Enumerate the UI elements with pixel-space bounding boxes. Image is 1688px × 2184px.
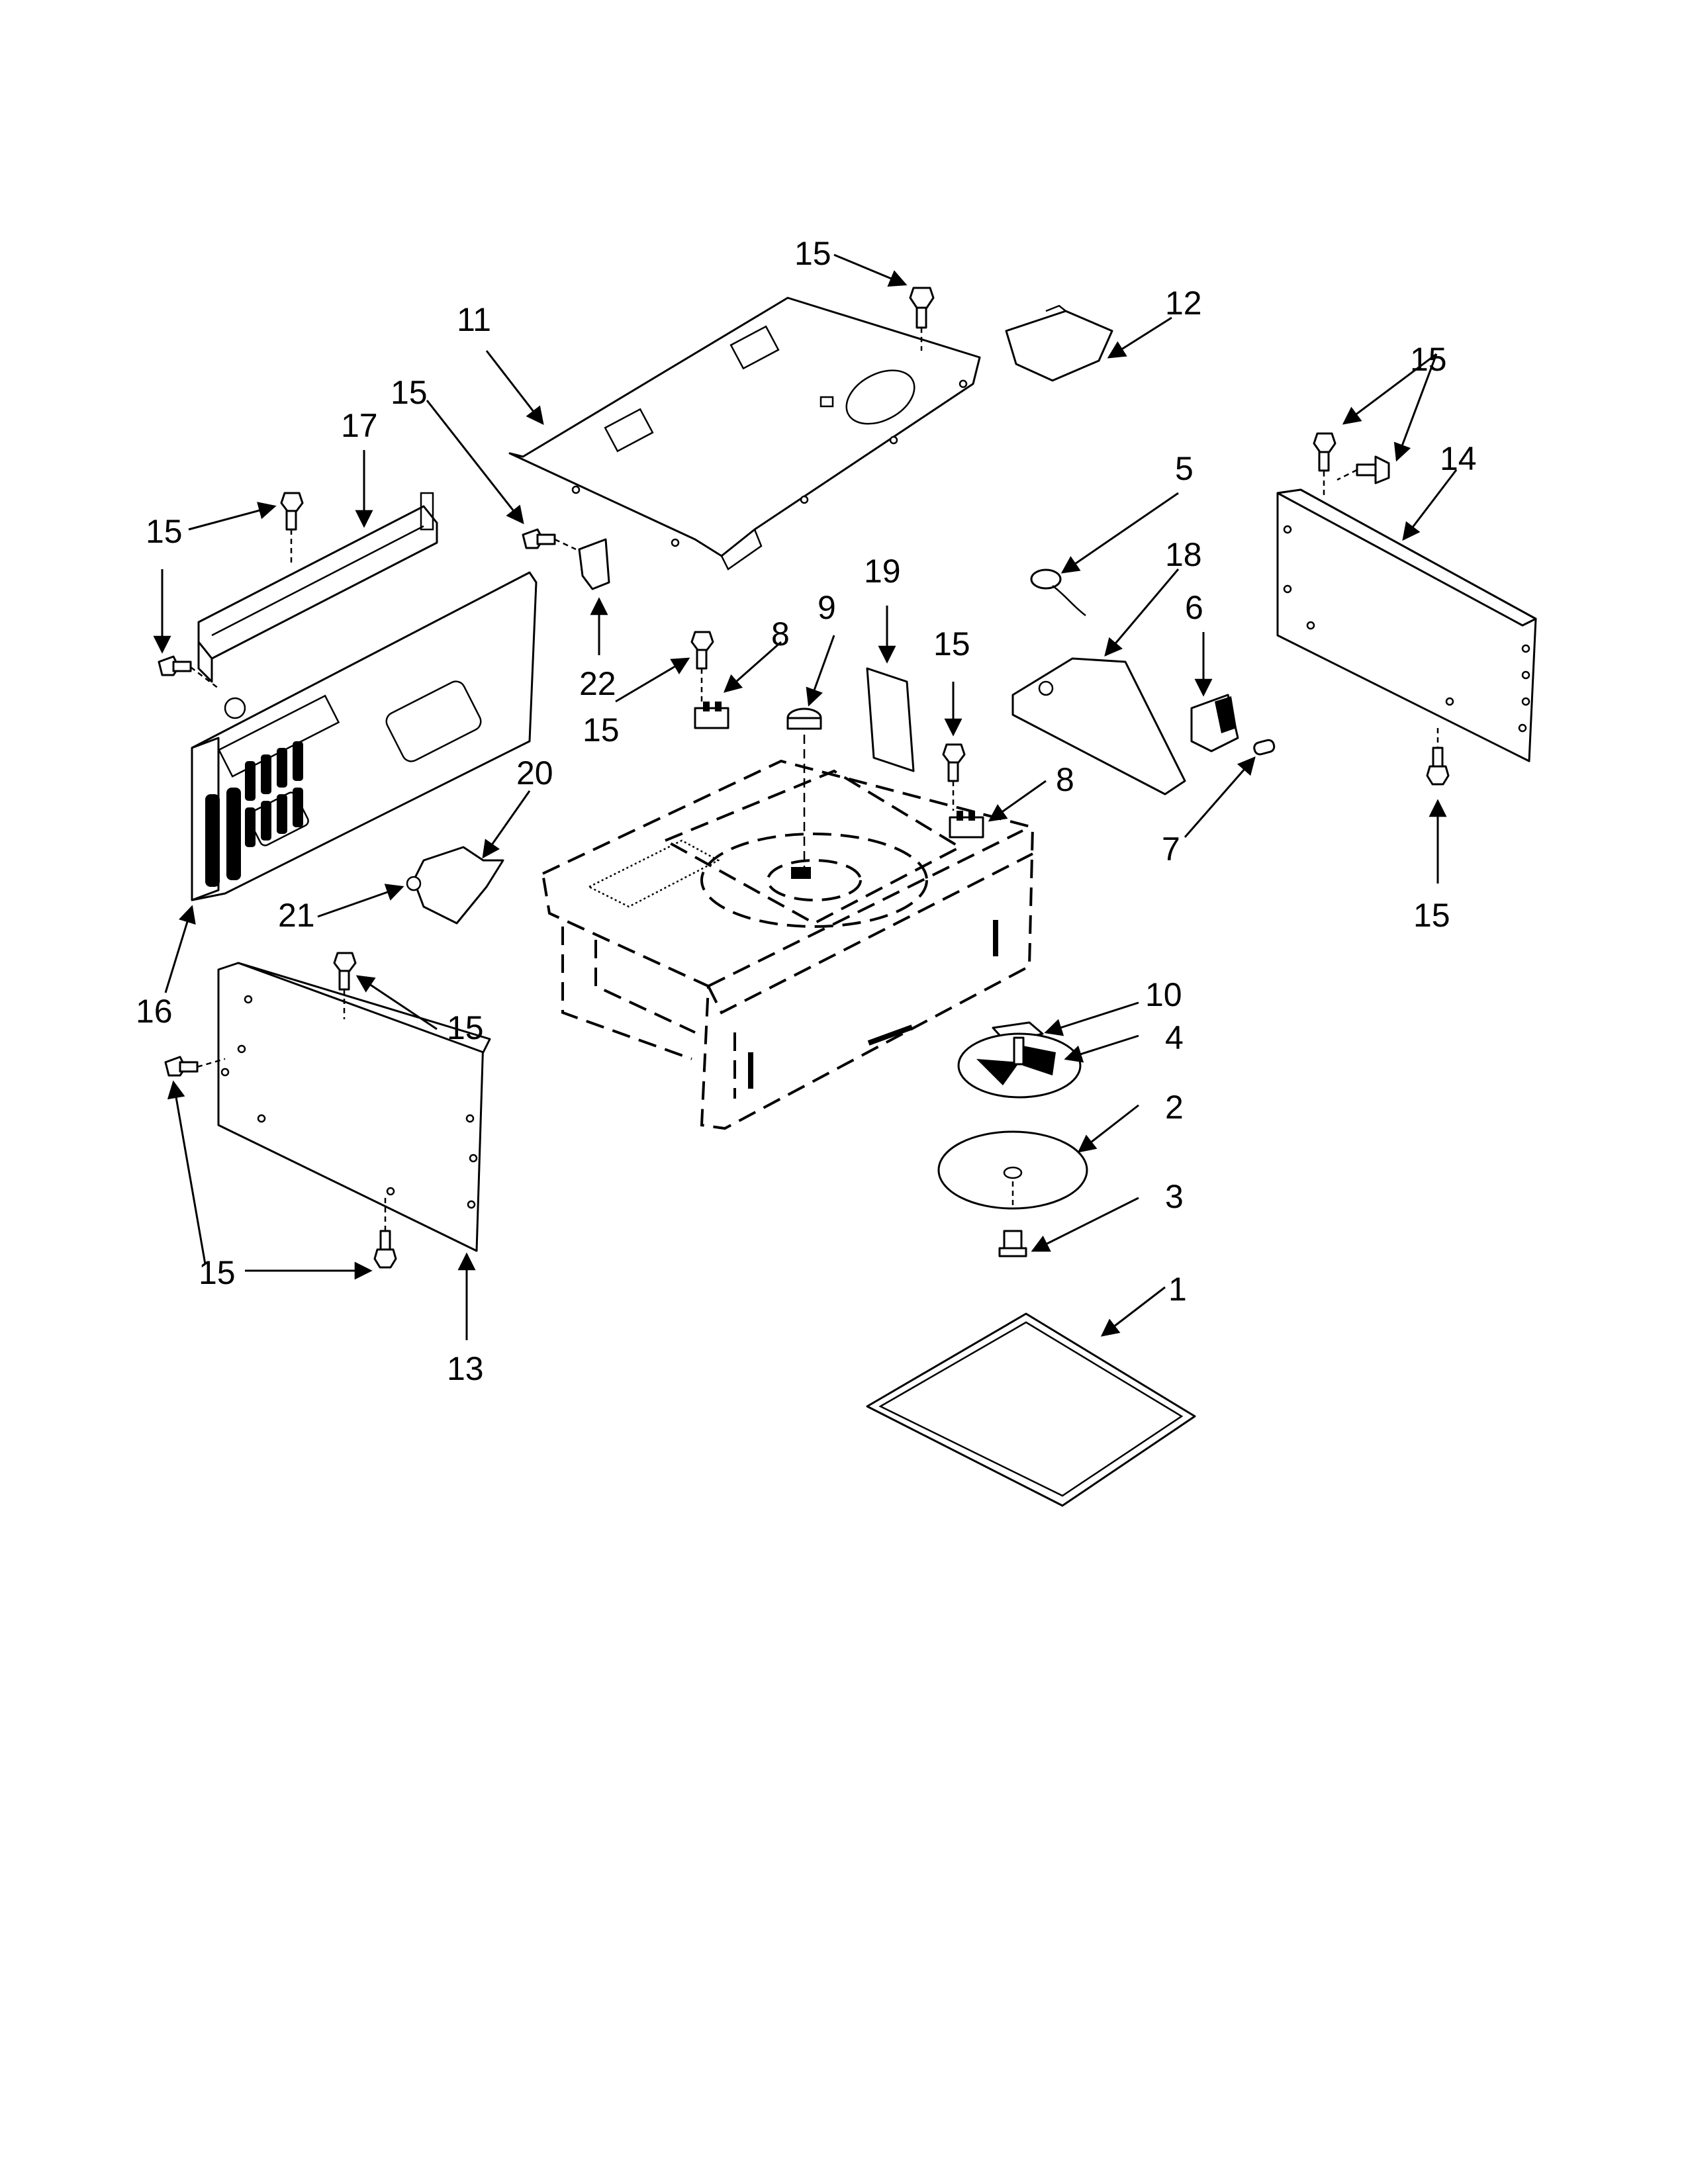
screw-bracket: [522, 528, 577, 551]
bracket-22: [578, 538, 610, 590]
screw-panel-13-bottom: [373, 1198, 397, 1269]
screw-left-panel-side: [158, 655, 219, 689]
thermostat-8-left: [694, 702, 729, 729]
callout-15-panel13-bottom: 15: [199, 1254, 236, 1291]
callout-15-bracket: 15: [391, 374, 428, 411]
thermostat-8-right: [949, 811, 984, 839]
callout-4: 4: [1165, 1019, 1184, 1056]
callout-2: 2: [1165, 1089, 1184, 1126]
bulb-7: [1253, 739, 1276, 756]
callout-15-thermostat-left: 15: [583, 711, 620, 749]
leader-lines: [153, 253, 1458, 1340]
callout-18: 18: [1165, 536, 1202, 573]
callout-9: 9: [818, 589, 836, 626]
callout-15-top: 15: [794, 235, 831, 272]
callout-11: 11: [457, 301, 491, 338]
callout-labels: 15 12 11 15 17 15 15 14 5 18 6 19 9 8 22…: [136, 235, 1477, 1387]
side-panel-13: [217, 962, 491, 1252]
turntable-support-4: [957, 1032, 1082, 1099]
vent-slots: [205, 741, 303, 887]
top-cover-11: [508, 296, 981, 570]
coupler-3: [998, 1230, 1027, 1257]
callout-10: 10: [1145, 976, 1182, 1013]
plate-20: [406, 846, 504, 925]
screw-right-bottom: [1426, 728, 1450, 786]
callout-15-right-top: 15: [1410, 341, 1447, 378]
vent-strip-17: [197, 492, 438, 683]
callout-12: 12: [1165, 285, 1202, 322]
callout-17: 17: [341, 407, 378, 444]
glass-tray-1: [866, 1312, 1196, 1507]
callout-3: 3: [1165, 1178, 1184, 1215]
callout-15-panel13-top: 15: [447, 1009, 484, 1046]
callout-20: 20: [516, 754, 553, 792]
sensor-5: [1030, 569, 1086, 616]
turntable-2: [937, 1130, 1088, 1210]
screw-panel-13-top: [333, 952, 357, 1019]
callout-19: 19: [864, 553, 901, 590]
callout-14: 14: [1440, 440, 1477, 477]
cover-12: [1005, 304, 1113, 382]
callout-15-left-panel: 15: [146, 513, 183, 550]
callout-8-right: 8: [1056, 761, 1074, 798]
callout-8-left: 8: [771, 615, 790, 653]
screw-upper-right-1: [1313, 432, 1336, 496]
oven-cavity: [541, 759, 1035, 1130]
screw-top-cover: [909, 287, 935, 351]
screws-15: [158, 287, 1450, 1269]
vent-panel-16: [191, 571, 538, 901]
side-panel-14: [1276, 488, 1537, 762]
screw-thermostat-right: [942, 743, 966, 811]
screw-left-panel-top: [280, 492, 304, 563]
screw-panel-13-side: [164, 1056, 226, 1077]
callout-6: 6: [1185, 589, 1203, 626]
callout-1: 1: [1168, 1271, 1187, 1308]
callout-15-thermostat-right: 15: [933, 625, 970, 662]
callout-16: 16: [136, 993, 173, 1030]
callout-21: 21: [278, 897, 315, 934]
screw-upper-right-2: [1336, 455, 1390, 484]
callout-15-right-bottom: 15: [1413, 897, 1450, 934]
cover-19: [866, 667, 915, 772]
callout-5: 5: [1175, 450, 1194, 487]
stirrer-motor-9: [786, 707, 822, 880]
callout-13: 13: [447, 1350, 484, 1387]
callout-7: 7: [1162, 831, 1180, 868]
socket-6: [1190, 694, 1239, 752]
callout-22: 22: [579, 665, 616, 702]
duct-18: [1011, 657, 1186, 796]
screw-thermostat-left: [690, 631, 714, 702]
